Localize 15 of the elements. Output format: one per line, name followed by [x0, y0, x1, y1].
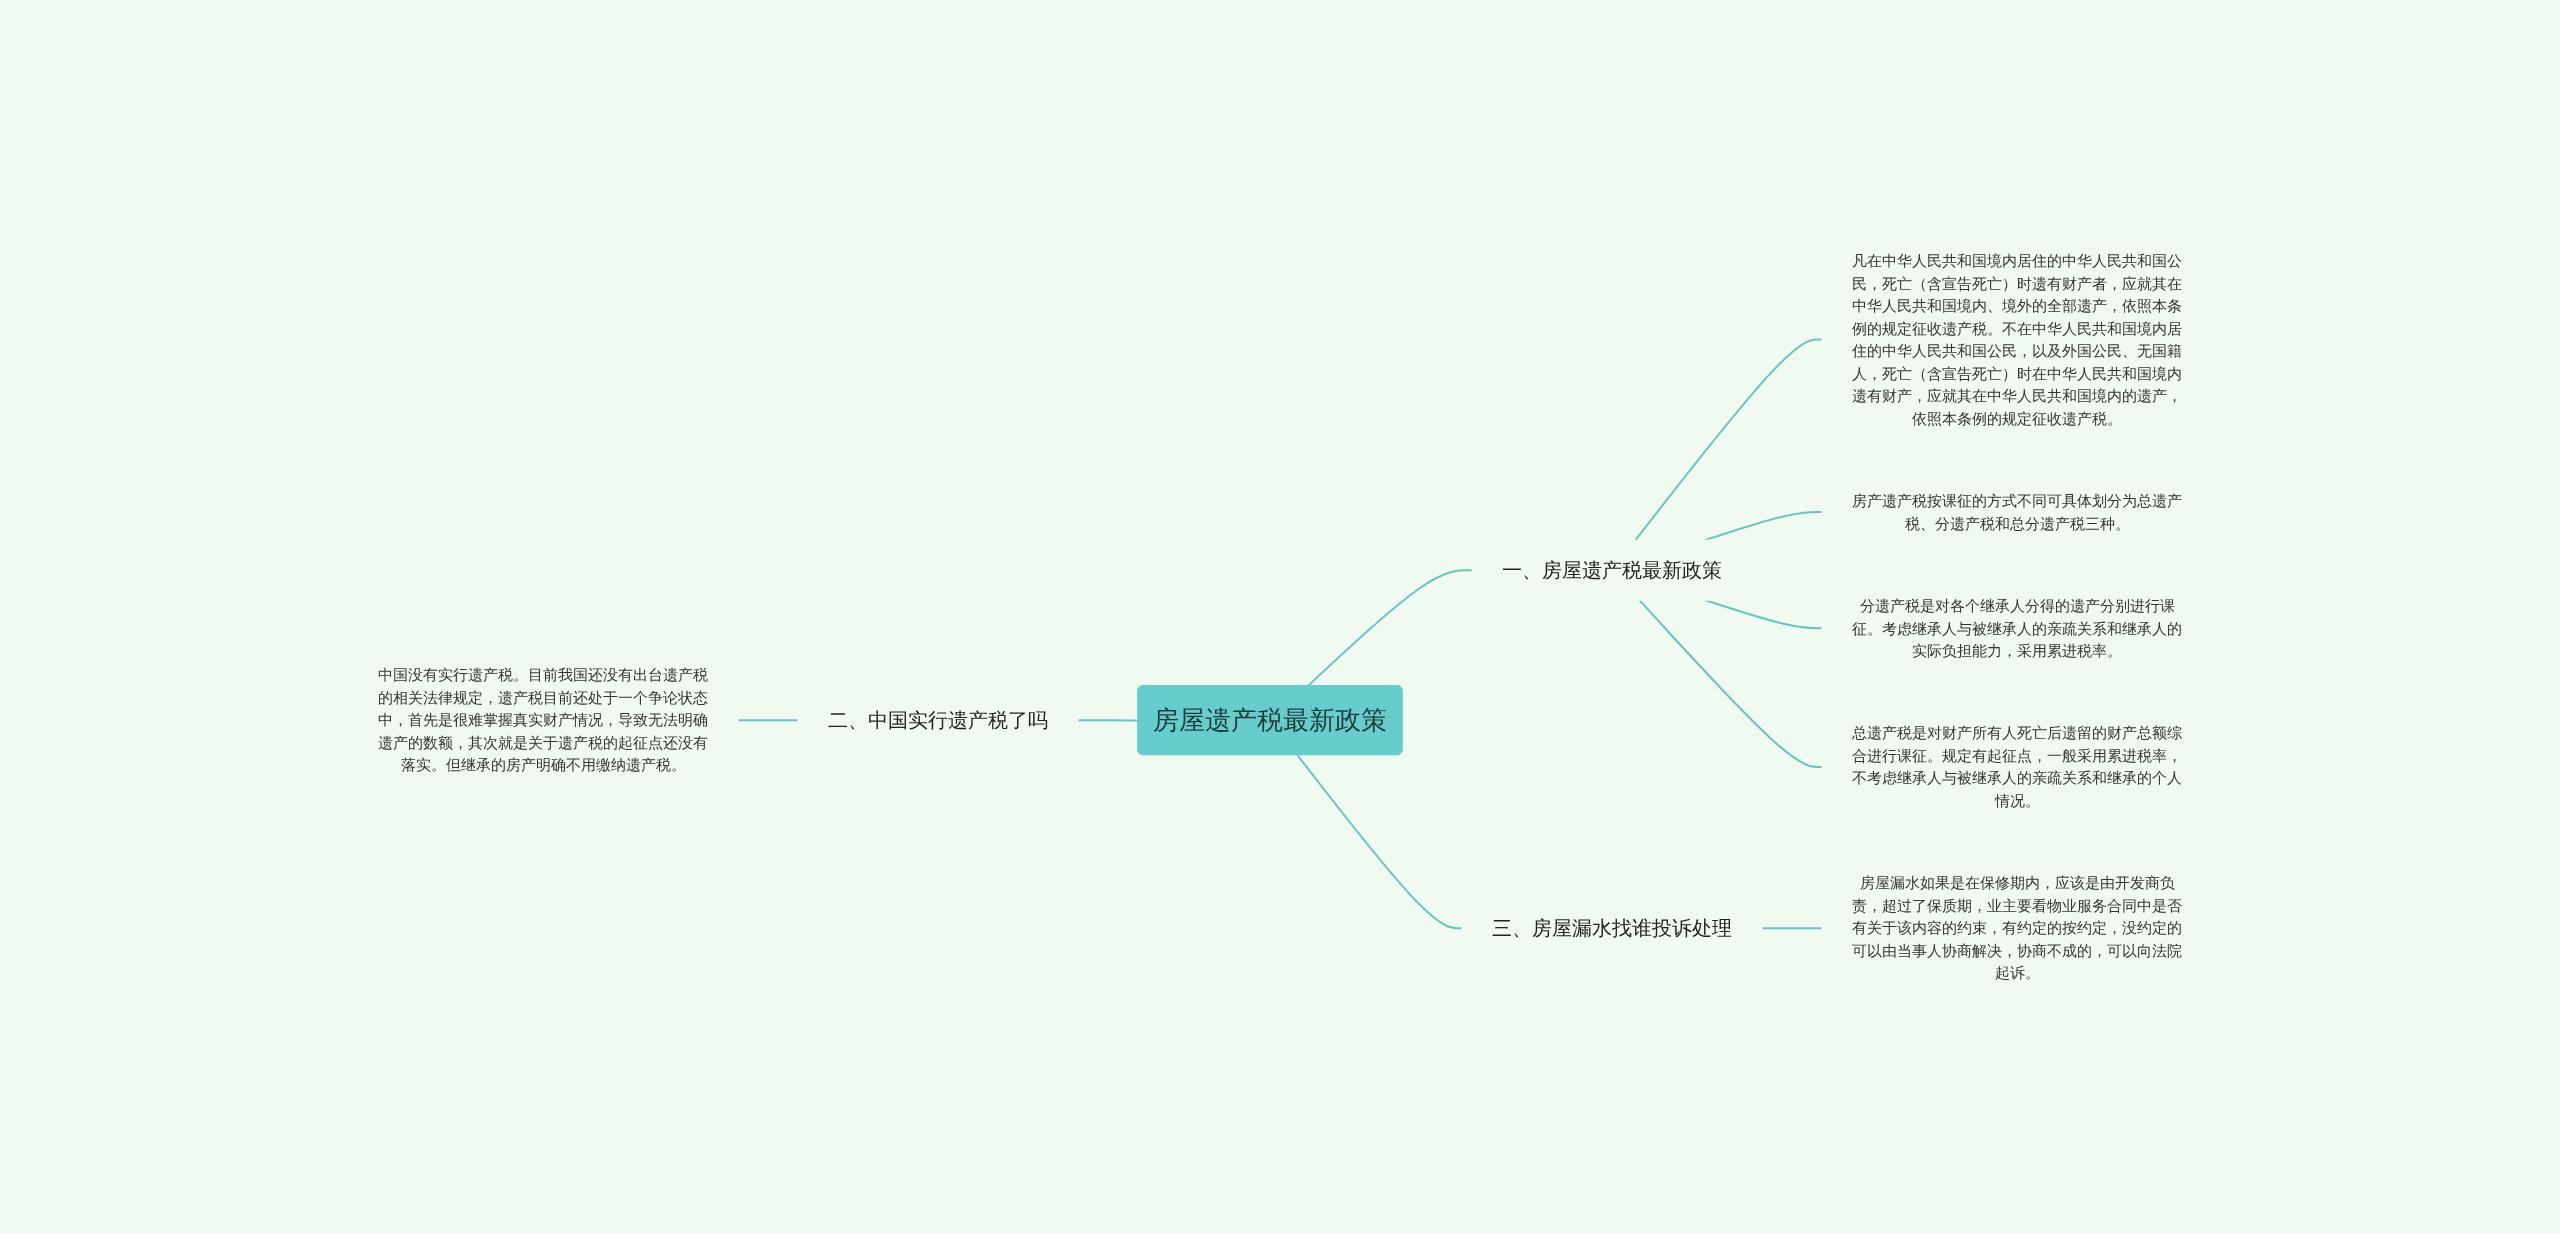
- node-text: 中国没有实行遗产税。目前我国还没有出台遗产税的相关法律规定，遗产税目前还处于一个争论状态中，首先是很难掌握真实财产情况，导致无法明确遗产的数额，其次就是关于遗产税的起征点还没有落实。但继承的房产明确不用缴纳遗产税。: [378, 665, 708, 774]
- node-text: 分遗产税是对各个继承人分得的遗产分别进行课征。考虑继承人与被继承人的亲疏关系和继承人的实际负担能力，采用累进税率。: [1852, 596, 2182, 660]
- node-text: 房屋漏水如果是在保修期内，应该是由开发商负责，超过了保质期，业主要看物业服务合同中是否有关于该内容的约束，有约定的按约定，没约定的可以由当事人协商解决，协商不成的，可以向法院起诉。: [1852, 874, 2182, 982]
- node-text: 二、中国实行遗产税了吗: [828, 708, 1048, 733]
- node-text: 一、房屋遗产税最新政策: [1502, 558, 1722, 583]
- connector: [737, 719, 799, 722]
- connector: [1634, 338, 1823, 542]
- node-text: 三、房屋漏水找谁投诉处理: [1492, 916, 1732, 941]
- node-text: 房产遗产税按课征的方式不同可具体划分为总遗产税、分遗产税和总分遗产税三种。: [1852, 491, 2182, 532]
- connector: [1761, 927, 1823, 930]
- connector: [1296, 754, 1463, 930]
- node-text: 总遗产税是对财产所有人死亡后遗留的财产总额综合进行课征。规定有起征点，一般采用累进税率，不考虑继承人与被继承人的亲疏关系和继承的个人情况。: [1852, 724, 2182, 810]
- connector: [1638, 599, 1823, 768]
- connector: [1077, 719, 1140, 722]
- node-text: 凡在中华人民共和国境内居住的中华人民共和国公民，死亡（含宣告死亡）时遗有财产者，应就其在中华人民共和国境内、境外的全部遗产，依照本条例的规定征收遗产税。不在中华人民共和国境内居住的中华人民共和国公民，以及外国公民、无国籍人，死亡（含宣告死亡）时在中华人民共和国境内遗有财产，应就其在中华人民共和国境内的遗产，依照本条例的规定征收遗产税。: [1852, 251, 2182, 427]
